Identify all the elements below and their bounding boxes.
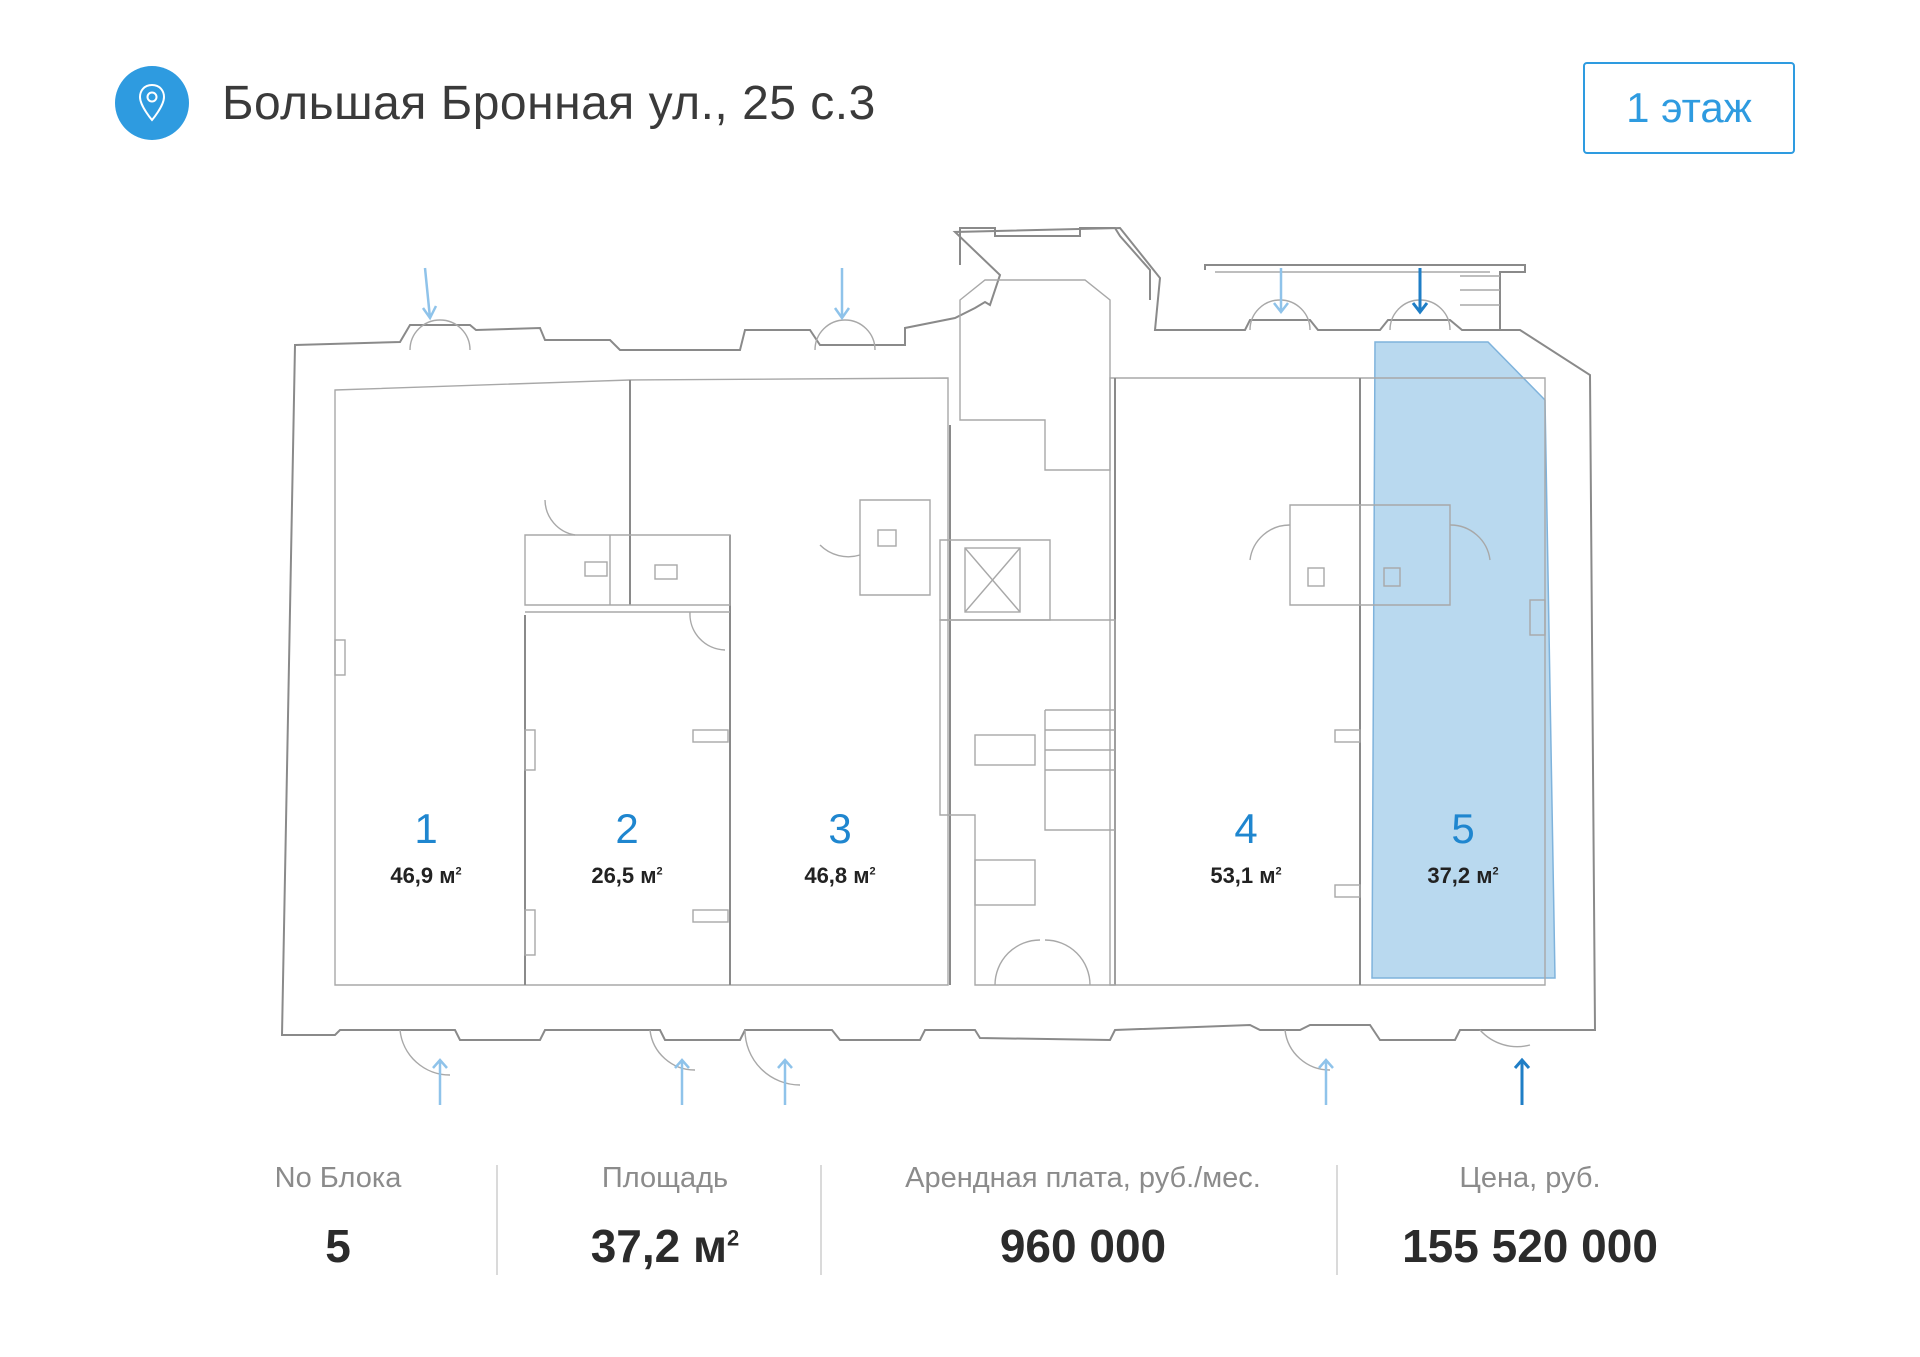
floor-selector-button[interactable]: 1 этаж [1583, 62, 1795, 154]
info-divider [820, 1165, 822, 1275]
block-5-area: 37,2 м2 [1427, 863, 1499, 888]
header: Большая Бронная ул., 25 с.3 1 этаж [0, 0, 1920, 180]
block-5-highlight[interactable] [1371, 341, 1556, 979]
block-4-number[interactable]: 4 [1234, 805, 1258, 852]
address-title: Большая Бронная ул., 25 с.3 [222, 77, 876, 130]
rent-value: 960 000 [999, 1220, 1167, 1272]
block-5-number[interactable]: 5 [1451, 805, 1475, 852]
rent-info: Арендная плата, руб./мес. 960 000 [905, 1150, 1261, 1273]
block-1-area: 46,9 м2 [390, 863, 462, 888]
price-label: Цена, руб. [1459, 1162, 1601, 1194]
info-divider [1336, 1165, 1338, 1275]
block-number-label: No Блока [274, 1162, 402, 1194]
block-3-area: 46,8 м2 [804, 863, 876, 888]
info-divider [496, 1165, 498, 1275]
block-info-panel: No Блока 5 Площадь 37,2 м2 Арендная плат… [0, 1150, 1920, 1290]
price-value: 155 520 000 [1402, 1220, 1658, 1272]
block-2-area: 26,5 м2 [591, 863, 663, 888]
price-info: Цена, руб. 155 520 000 [1402, 1150, 1658, 1273]
block-2-number[interactable]: 2 [615, 805, 639, 852]
entrance-arrows [421, 267, 1531, 1105]
block-4-area: 53,1 м2 [1210, 863, 1282, 888]
block-1-number[interactable]: 1 [414, 805, 438, 852]
area-value: 37,2 м2 [590, 1220, 740, 1272]
rent-label: Арендная плата, руб./мес. [905, 1162, 1261, 1194]
block-3-number[interactable]: 3 [828, 805, 852, 852]
location-pin-icon [115, 66, 189, 140]
area-info: Площадь 37,2 м2 [591, 1150, 740, 1273]
block-number-info: No Блока 5 [275, 1150, 402, 1273]
block-number-value: 5 [325, 1220, 351, 1272]
area-label: Площадь [601, 1162, 729, 1194]
